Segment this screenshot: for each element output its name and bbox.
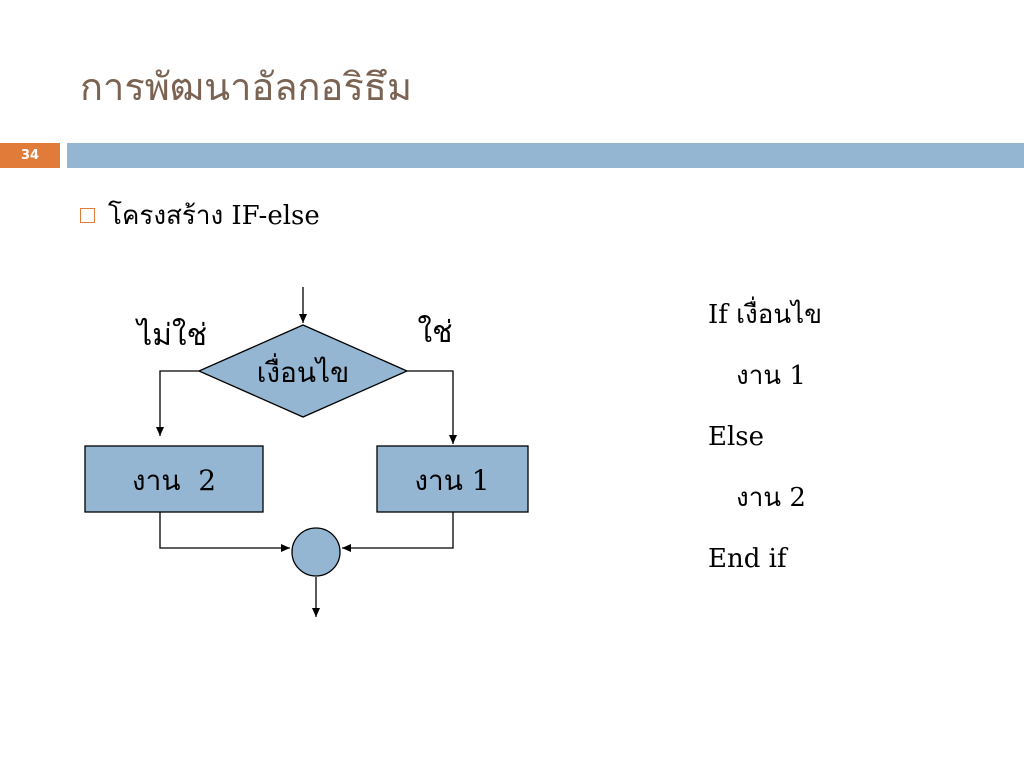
pseudocode-line: งาน 2 xyxy=(736,483,806,513)
pseudocode-line: End if xyxy=(708,544,787,574)
yes-branch-label: ใช่ xyxy=(417,315,452,350)
task-1-box xyxy=(376,445,529,513)
pseudocode-line: If เงื่อนไข xyxy=(708,300,822,330)
title-divider-bar xyxy=(67,143,1024,168)
slide-title: การพัฒนาอัลกอริธึม xyxy=(80,65,413,109)
task-2-label: งาน 2 xyxy=(132,464,216,497)
task-2-box xyxy=(84,445,264,513)
square-bullet-icon xyxy=(80,208,95,223)
decision-diamond xyxy=(197,324,409,418)
merge-connector xyxy=(291,527,341,577)
yes-branch-arrow xyxy=(407,370,457,444)
pseudocode-block: If เงื่อนไข งาน 1 Else งาน 2 End if xyxy=(708,295,822,600)
bullet-item: โครงสร้าง IF-else xyxy=(80,195,320,236)
decision-label: เงื่อนไข xyxy=(257,353,349,389)
task-1-label: งาน 1 xyxy=(414,464,489,497)
task-1-merge-arrow xyxy=(342,512,454,552)
no-branch-arrow xyxy=(156,370,199,436)
page-number-badge: 34 xyxy=(0,143,60,168)
no-branch-label: ไม่ใช่ xyxy=(135,317,207,353)
pseudocode-line: งาน 1 xyxy=(736,361,806,391)
bullet-text: โครงสร้าง IF-else xyxy=(108,201,320,231)
pseudocode-line: Else xyxy=(708,422,765,452)
task-2-merge-arrow xyxy=(159,512,290,552)
